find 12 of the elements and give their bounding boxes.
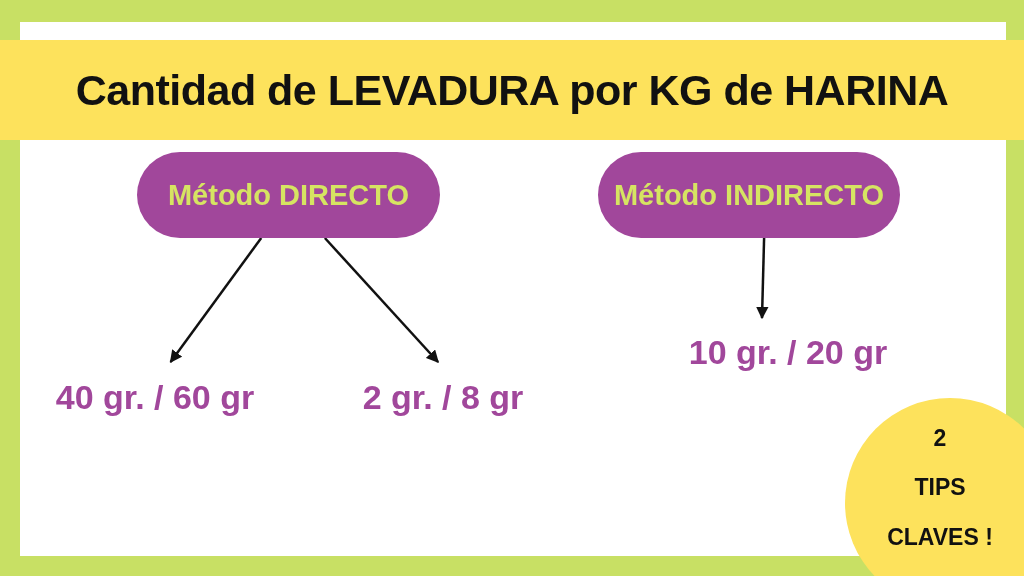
tips-text: CLAVES ! [887, 524, 993, 550]
method-label: Método INDIRECTO [613, 178, 885, 212]
amount-text: 2 gr. / 8 gr [320, 372, 566, 422]
arrow [756, 237, 769, 320]
amount-text: 10 gr. / 20 gr [658, 327, 918, 377]
title: Cantidad de LEVADURA por KG de HARINA [75, 65, 949, 115]
tips-text: TIPS [914, 475, 966, 501]
method-label: Método DIRECTO [167, 178, 410, 212]
arrow [323, 237, 439, 363]
amount-text: 40 gr. / 60 gr [25, 372, 285, 422]
tips-text: 2 [933, 426, 947, 452]
arrow [169, 237, 263, 363]
